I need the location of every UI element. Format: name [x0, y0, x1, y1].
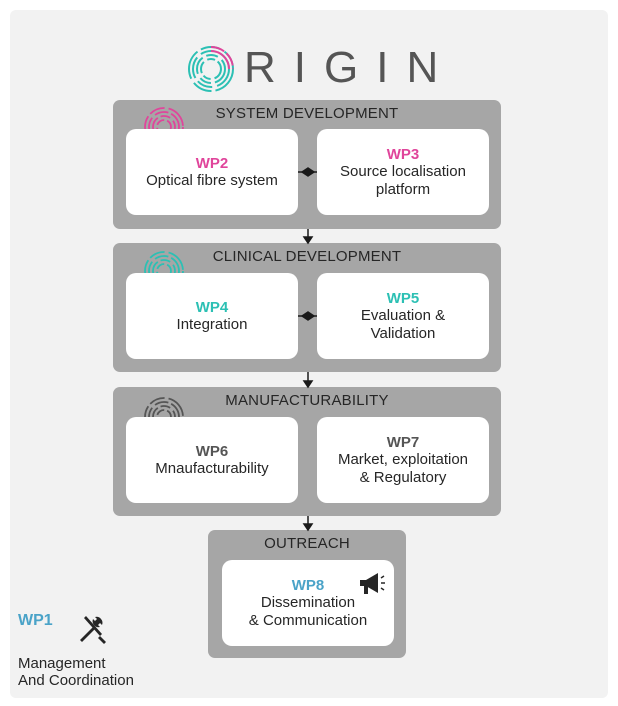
wp-id: WP1 — [18, 612, 53, 629]
wp-title: Dissemination & Communication — [248, 593, 368, 629]
fingerprint-ring-icon — [188, 46, 234, 92]
wp-title: Management And Coordination — [18, 655, 134, 689]
wp7-box[interactable]: WP7 Market, exploitation & Regulatory — [317, 417, 489, 503]
wp-id: WP6 — [195, 442, 229, 460]
wp-title: Integration — [176, 315, 248, 333]
wp6-box[interactable]: WP6 Mnaufacturability — [126, 417, 298, 503]
tools-icon — [80, 616, 106, 644]
stage-title: CLINICAL DEVELOPMENT — [212, 248, 402, 265]
wp-title: Evaluation & Validation — [360, 306, 446, 342]
stage-title: SYSTEM DEVELOPMENT — [215, 105, 399, 122]
stage-title: MANUFACTURABILITY — [225, 392, 389, 409]
wp-id: WP7 — [386, 433, 420, 451]
megaphone-icon — [360, 573, 385, 594]
origin-logo: RIGIN — [186, 40, 438, 96]
wp-title: Market, exploitation & Regulatory — [337, 450, 469, 486]
wp-id: WP8 — [291, 576, 325, 594]
wp5-box[interactable]: WP5 Evaluation & Validation — [317, 273, 489, 359]
wp-id: WP5 — [386, 289, 420, 307]
logo-text: RIGIN — [244, 43, 457, 92]
wp-title: Optical fibre system — [146, 171, 278, 189]
wp-id: WP2 — [195, 154, 229, 172]
wp8-box[interactable]: WP8 Dissemination & Communication — [222, 560, 394, 646]
wp-id: WP3 — [386, 145, 420, 163]
wp-id: WP4 — [195, 298, 229, 316]
wp-title: Mnaufacturability — [155, 459, 269, 477]
wp4-box[interactable]: WP4 Integration — [126, 273, 298, 359]
wp2-box[interactable]: WP2 Optical fibre system — [126, 129, 298, 215]
wp-title: Source localisation platform — [340, 162, 466, 198]
wp3-box[interactable]: WP3 Source localisation platform — [317, 129, 489, 215]
wp1-label: WP1 — [18, 612, 53, 630]
stage-title: OUTREACH — [264, 535, 350, 552]
